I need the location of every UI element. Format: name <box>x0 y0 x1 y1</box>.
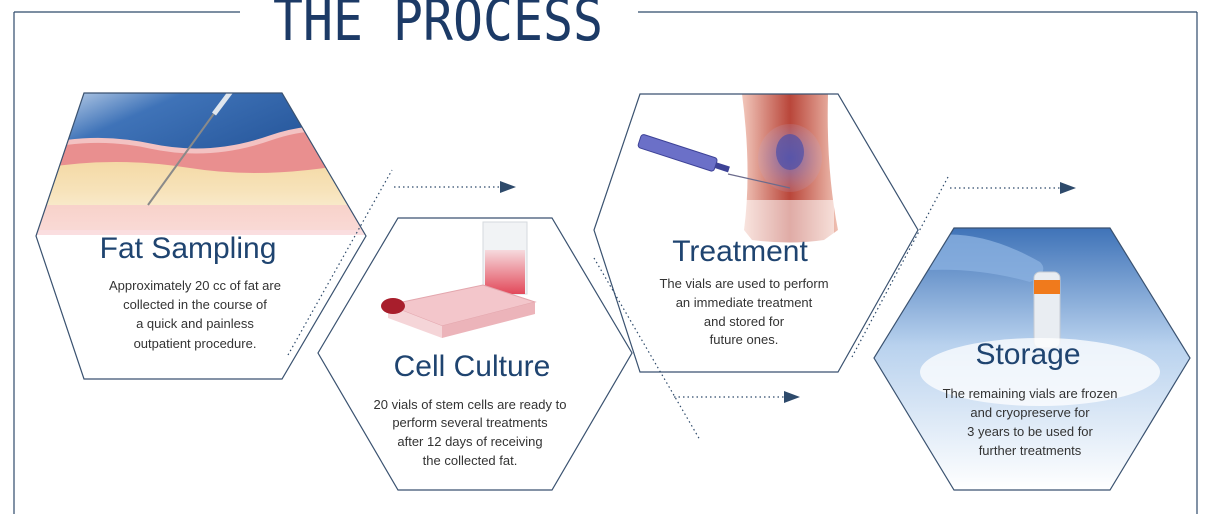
arrow-right-icon <box>1060 182 1076 194</box>
step-desc-cell-culture-3: after 12 days of receiving <box>397 434 542 449</box>
step-desc-cell-culture-4: the collected fat. <box>423 453 518 468</box>
page-title: THE PROCESS <box>273 0 603 54</box>
arrow-right-icon <box>784 391 800 403</box>
step-title-cell-culture: Cell Culture <box>394 350 551 383</box>
step-desc-cell-culture-2: perform several treatments <box>392 415 548 430</box>
step-desc-treatment-2: an immediate treatment <box>676 295 813 310</box>
step-desc-treatment-4: future ones. <box>710 332 779 347</box>
step-title-fat-sampling: Fat Sampling <box>100 232 277 265</box>
step-desc-storage-4: further treatments <box>979 443 1082 458</box>
step-desc-storage-2: and cryopreserve for <box>970 405 1090 420</box>
step-desc-cell-culture-1: 20 vials of stem cells are ready to <box>374 397 567 412</box>
step-desc-treatment-3: and stored for <box>704 314 785 329</box>
step-desc-treatment-1: The vials are used to perform <box>659 276 828 291</box>
step-title-treatment: Treatment <box>672 235 808 268</box>
step-desc-storage-3: 3 years to be used for <box>967 424 1093 439</box>
step-cell-culture: Cell Culture 20 vials of stem cells are … <box>318 218 632 490</box>
treatment-image <box>594 94 918 372</box>
step-desc-fat-sampling-1: Approximately 20 cc of fat are <box>109 278 281 293</box>
step-desc-fat-sampling-2: collected in the course of <box>123 297 267 312</box>
step-title-storage: Storage <box>975 338 1080 371</box>
step-treatment: Treatment The vials are used to perform … <box>594 94 918 372</box>
step-desc-fat-sampling-4: outpatient procedure. <box>134 336 257 351</box>
arrow-right-icon <box>500 181 516 193</box>
step-desc-fat-sampling-3: a quick and painless <box>136 316 254 331</box>
step-storage: Storage The remaining vials are frozen a… <box>874 228 1190 490</box>
step-fat-sampling: Fat Sampling Approximately 20 cc of fat … <box>30 90 370 382</box>
step-desc-storage-1: The remaining vials are frozen <box>943 386 1118 401</box>
